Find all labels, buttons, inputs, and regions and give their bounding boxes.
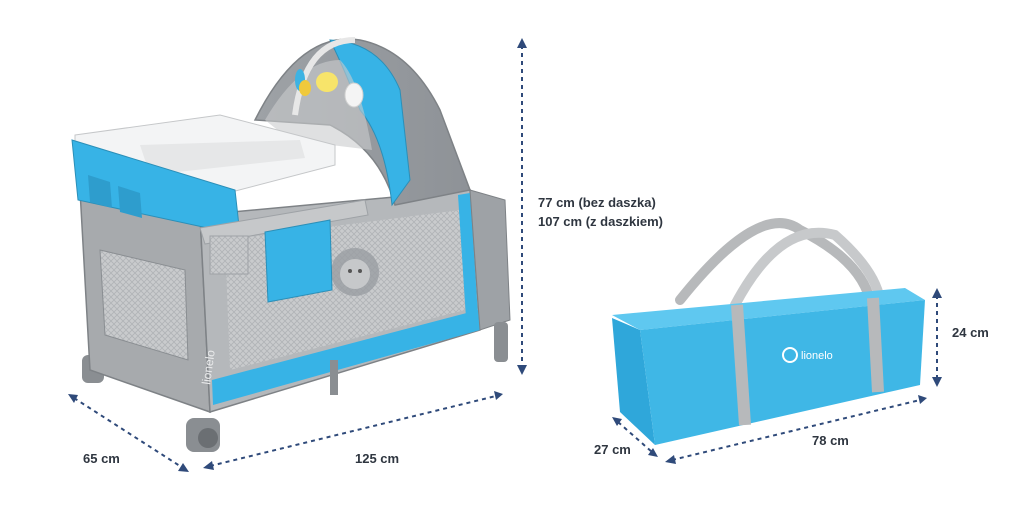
cot-wheel-front	[186, 418, 220, 452]
cot-depth-line	[73, 397, 184, 469]
cot-blue-trim-corner	[458, 193, 478, 318]
cot-height-with-canopy-label: 107 cm (z daszkiem)	[538, 214, 664, 229]
cot-length-line	[209, 395, 497, 467]
bag-length-arrow-b	[918, 395, 927, 404]
cot-length-arrow-b	[494, 391, 503, 400]
carry-bag: lionelo	[612, 218, 925, 445]
toy-arch	[292, 37, 364, 116]
bag-logo-text: lionelo	[801, 350, 833, 362]
bag-side	[640, 300, 925, 445]
bag-depth-arrow-b	[648, 448, 658, 457]
cot-right-end	[469, 189, 511, 331]
bag-strap-front	[730, 227, 885, 310]
cot-height-arrow-top	[517, 38, 527, 48]
toy-star-icon	[299, 80, 311, 96]
dimension-lines	[68, 38, 942, 472]
bag-depth-arrow-a	[612, 417, 622, 426]
organiser	[199, 199, 369, 303]
cot-length-label: 125 cm	[355, 451, 400, 466]
bag-length-arrow-a	[665, 455, 676, 464]
cot-blue-trim	[212, 310, 480, 405]
cot-length-arrow-a	[203, 461, 214, 470]
changing-table-pockets	[88, 175, 142, 218]
cot-end-pocket	[99, 249, 189, 361]
cot-brand-text: lionelo	[199, 349, 218, 386]
cot-depth-arrow-b	[178, 463, 189, 472]
cot-depth-arrow-a	[68, 394, 78, 403]
cot-depth-label: 65 cm	[83, 451, 120, 466]
cot-leg-middle	[330, 360, 338, 395]
cot-height-arrow-bottom	[517, 365, 527, 375]
toy-moon-icon	[316, 72, 338, 92]
bag-length-line	[671, 399, 921, 461]
bag-logo-icon	[782, 347, 798, 363]
bag-height-arrow-top	[932, 288, 942, 298]
lion-face-graphic	[331, 248, 379, 296]
cot-leg-right	[494, 322, 508, 362]
canopy-inner-shade	[265, 60, 372, 150]
cot-height-labels: 77 cm (bez daszka) 107 cm (z daszkiem)	[538, 193, 663, 231]
bag-depth-label: 27 cm	[594, 442, 631, 457]
bag-strap-back	[675, 218, 875, 305]
travel-cot: lionelo	[71, 37, 511, 452]
bag-height-arrow-bottom	[932, 377, 942, 387]
bag-length-label: 78 cm	[812, 433, 849, 448]
changing-table	[71, 114, 336, 236]
bag-front	[612, 318, 655, 445]
bag-strap-side-right	[867, 297, 884, 393]
cot-height-without-canopy-label: 77 cm (bez daszka)	[538, 195, 656, 210]
toy-cloud-icon	[344, 82, 364, 108]
bag-strap-side-left	[731, 304, 751, 426]
bag-top	[612, 288, 925, 330]
bag-height-label: 24 cm	[952, 325, 989, 340]
